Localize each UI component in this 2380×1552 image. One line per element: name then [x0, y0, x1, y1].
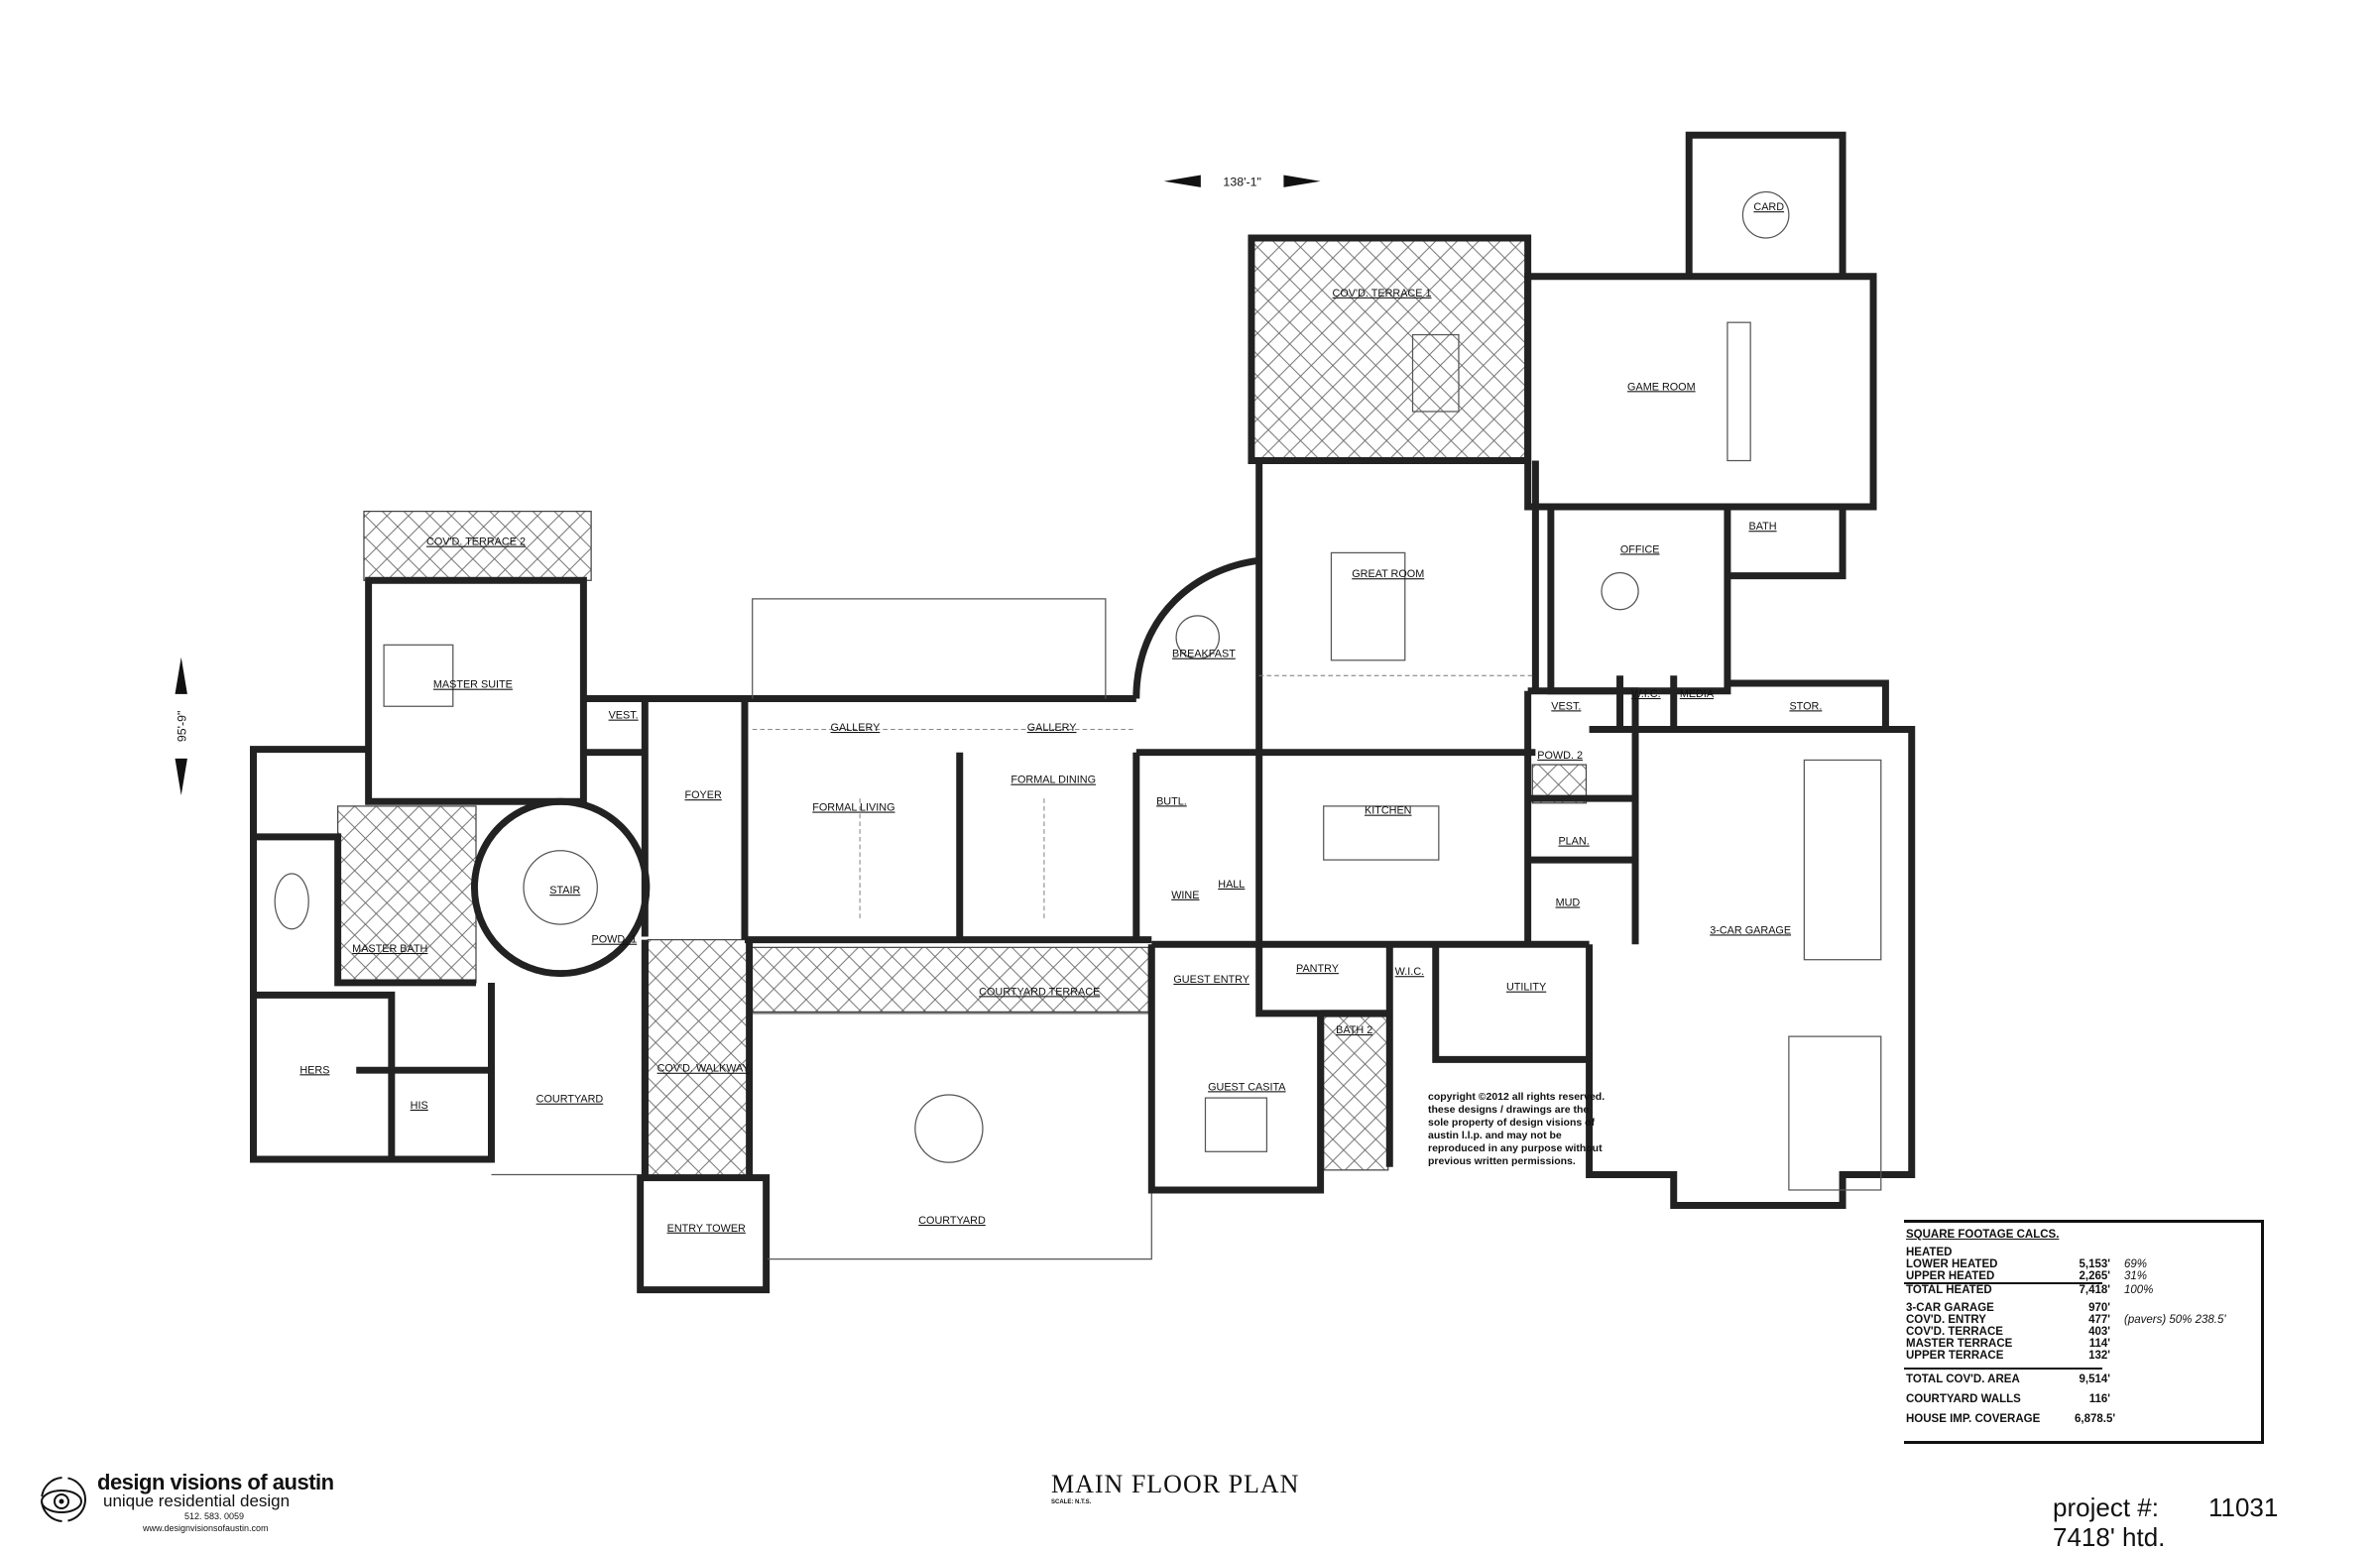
room-label: GUEST ENTRY — [1173, 974, 1250, 986]
room-label: CARD — [1753, 201, 1784, 213]
room-label: FORMAL DINING — [1011, 775, 1096, 786]
room-label: GUEST CASITA — [1208, 1081, 1286, 1093]
room-label: W.I.C. — [1631, 688, 1660, 700]
company-website: www.designvisionsofaustin.com — [143, 1523, 269, 1533]
room-label: COURTYARD — [918, 1215, 986, 1227]
company-phone: 512. 583. 0059 — [184, 1511, 245, 1521]
hatched-floor-areas — [337, 237, 1588, 1179]
room-label: W.I.C. — [1395, 966, 1424, 978]
room-label: BUTL. — [1156, 795, 1187, 807]
room-label: GREAT ROOM — [1352, 568, 1424, 580]
project-number: 11031 — [2207, 1492, 2279, 1522]
project-heated-area: 7418' htd. — [2053, 1522, 2166, 1552]
room-label: PLAN. — [1558, 836, 1589, 848]
company-tagline: unique residential design — [103, 1492, 291, 1510]
square-footage-table: SQUARE FOOTAGE CALCS. HEATED LOWER HEATE… — [1904, 1220, 2264, 1444]
eye-logo-icon — [41, 1477, 86, 1522]
sqft-heading: SQUARE FOOTAGE CALCS. — [1906, 1229, 2060, 1241]
room-label: BATH 2 — [1336, 1024, 1372, 1036]
room-label: OFFICE — [1620, 543, 1660, 555]
room-label: GAME ROOM — [1627, 381, 1696, 393]
room-label: KITCHEN — [1365, 805, 1412, 817]
room-labels: COV'D. TERRACE 2 MASTER SUITE VEST. FOYE… — [299, 201, 1822, 1235]
room-label: GALLERY — [1027, 722, 1077, 734]
room-label: COV'D. TERRACE 2 — [426, 537, 526, 548]
room-label: COV'D. TERRACE 1 — [1333, 288, 1432, 299]
room-label: STAIR — [549, 885, 580, 896]
room-label: UTILITY — [1506, 982, 1546, 994]
room-label: MASTER SUITE — [433, 679, 513, 691]
drawing-title: MAIN FLOOR PLAN — [1051, 1470, 1300, 1498]
room-label: POWD. 2 — [1537, 750, 1583, 762]
room-label: COURTYARD — [536, 1094, 604, 1106]
room-label: PANTRY — [1296, 963, 1339, 975]
room-label: HALL — [1218, 879, 1245, 891]
room-label: POWD. 1 — [591, 934, 637, 946]
room-label: STOR. — [1789, 700, 1822, 712]
room-label: HIS — [411, 1100, 428, 1112]
room-label: VEST. — [609, 710, 639, 722]
company-logo: design visions of austin unique resident… — [36, 1470, 363, 1539]
project-info: project #: 11031 7418' htd. — [2053, 1492, 2278, 1552]
divider — [1904, 1282, 2102, 1284]
drawing-scale: SCALE: N.T.S. — [1051, 1499, 1092, 1505]
room-label: MASTER BATH — [352, 943, 427, 955]
room-label: COV'D. WALKWAY — [657, 1063, 750, 1075]
room-label: MEDIA — [1680, 688, 1715, 700]
room-label: FOYER — [685, 789, 722, 801]
svg-text:138'-1": 138'-1" — [1223, 175, 1260, 188]
room-label: FORMAL LIVING — [812, 802, 894, 814]
walls — [250, 131, 1916, 1294]
room-label: COURTYARD TERRACE — [979, 986, 1100, 998]
svg-text:95'-9": 95'-9" — [175, 711, 188, 743]
room-label: GALLERY — [831, 722, 881, 734]
fixtures — [274, 190, 1882, 1191]
company-name: design visions of austin — [97, 1470, 334, 1494]
room-label: ENTRY TOWER — [667, 1223, 746, 1235]
width-dimension: 138'-1" — [1163, 175, 1321, 188]
room-label: BATH — [1749, 521, 1777, 533]
room-label: MUD — [1556, 897, 1581, 909]
divider — [1904, 1368, 2102, 1370]
room-label: VEST. — [1551, 700, 1581, 712]
sqft-label: HEATED — [1906, 1247, 1953, 1258]
room-label: 3-CAR GARAGE — [1710, 924, 1791, 936]
project-label: project #: — [2053, 1492, 2159, 1522]
room-label: BREAKFAST — [1172, 649, 1236, 660]
room-label: WINE — [1171, 890, 1199, 901]
depth-dimension: 95'-9" — [175, 657, 188, 796]
copyright-notice: copyright ©2012 all rights reserved. the… — [1428, 1091, 1606, 1167]
room-label: HERS — [299, 1064, 329, 1076]
